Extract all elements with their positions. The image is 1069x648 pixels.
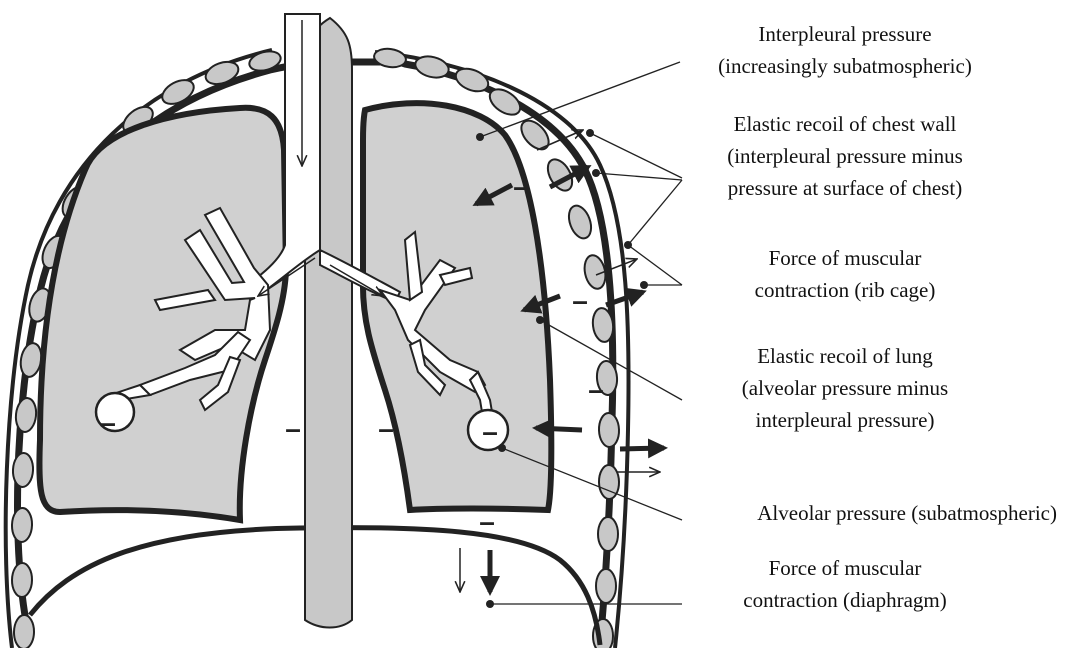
negative-sign: – (479, 506, 495, 537)
negative-sign: – (572, 285, 588, 316)
label-chest-wall-recoil: Elastic recoil of chest wall(interpleura… (665, 108, 1025, 204)
label-alveolar-pressure: Alveolar pressure (subatmospheric) (577, 497, 1057, 529)
label-lung-recoil: Elastic recoil of lung(alveolar pressure… (665, 340, 1025, 436)
negative-sign: – (588, 374, 604, 405)
negative-sign: – (513, 171, 529, 202)
label-interpleural-pressure: Interpleural pressure(increasingly subat… (665, 18, 1025, 82)
negative-sign: – (100, 407, 116, 438)
negative-sign: – (378, 413, 394, 444)
negative-sign: – (285, 413, 301, 444)
negative-sign: – (482, 416, 498, 447)
